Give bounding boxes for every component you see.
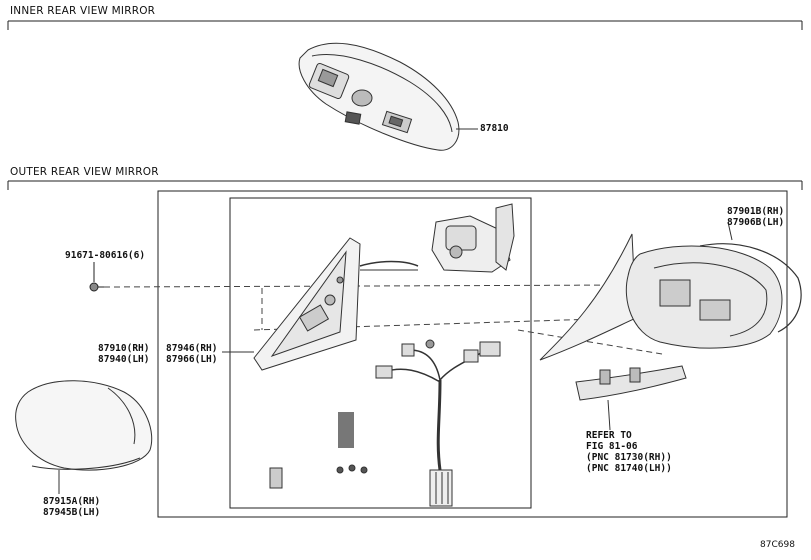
part-label-87966: 87966(LH) xyxy=(166,354,218,365)
part-label-87810: 87810 xyxy=(480,123,509,134)
part-label-87915a: 87915A(RH) xyxy=(43,496,101,507)
part-label-87910: 87910(RH) xyxy=(98,343,150,354)
part-label-87945b: 87945B(LH) xyxy=(43,507,101,518)
part-label-87906b: 87906B(LH) xyxy=(727,217,785,228)
refer-note-line2: FIG 81-06 xyxy=(586,441,638,452)
mirror-cover-drawing xyxy=(15,380,153,494)
inner-section-bracket xyxy=(7,20,803,30)
mirror-base-drawing xyxy=(222,237,361,371)
figure-code: 87C698 xyxy=(760,540,795,550)
inner-mirror-drawing xyxy=(298,42,478,151)
outer-section-title: OUTER REAR VIEW MIRROR xyxy=(10,166,159,178)
part-label-87901b: 87901B(RH) xyxy=(727,206,785,217)
sub-assembly-box xyxy=(229,197,532,509)
assembly-box xyxy=(157,190,788,518)
refer-note-line1: REFER TO xyxy=(586,430,632,441)
refer-note-line3: (PNC 81730(RH)) xyxy=(586,452,672,463)
inner-section-title: INNER REAR VIEW MIRROR xyxy=(10,5,156,17)
mirror-housing-drawing xyxy=(539,221,802,361)
part-label-87940: 87940(LH) xyxy=(98,354,150,365)
part-label-87946: 87946(RH) xyxy=(166,343,218,354)
refer-note-line4: (PNC 81740(LH)) xyxy=(586,463,672,474)
part-label-91671: 91671-80616(6) xyxy=(65,250,146,261)
outer-section-bracket xyxy=(7,180,803,190)
turn-signal-drawing xyxy=(575,365,687,431)
wire-harness-drawing xyxy=(269,339,501,507)
screw-drawing xyxy=(89,262,104,292)
actuator-drawing xyxy=(359,203,515,273)
